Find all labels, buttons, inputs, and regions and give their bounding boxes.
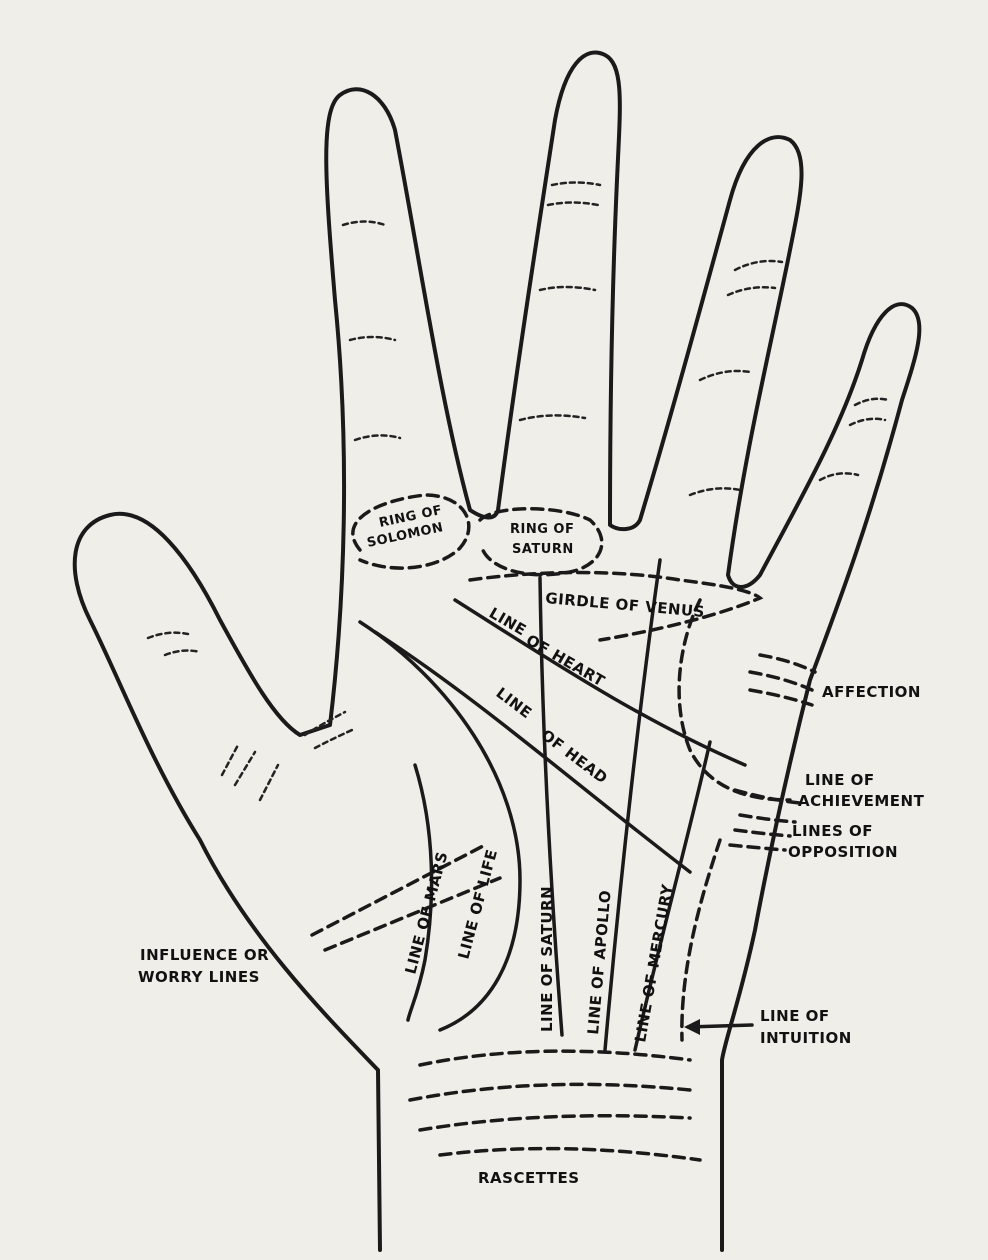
affection-lines bbox=[748, 653, 817, 707]
line-of-head bbox=[373, 630, 692, 874]
label-line-of-achievement-2: ACHIEVEMENT bbox=[798, 792, 925, 810]
line-of-heart bbox=[453, 598, 747, 767]
label-ring-of-saturn-2: SATURN bbox=[512, 542, 574, 557]
label-line-of-achievement-1: LINE OF bbox=[805, 771, 875, 789]
ring-of-saturn-line bbox=[478, 507, 604, 577]
finger-creases bbox=[146, 181, 890, 802]
label-influence-2: WORRY LINES bbox=[138, 968, 260, 986]
label-line-of-life: LINE OF LIFE bbox=[454, 847, 501, 961]
girdle-of-venus-line bbox=[468, 570, 764, 642]
label-rascettes: RASCETTES bbox=[478, 1169, 580, 1187]
girdle-of-venus-lower bbox=[677, 598, 792, 802]
label-lines-of-opposition-2: OPPOSITION bbox=[788, 843, 898, 861]
line-of-intuition bbox=[680, 838, 722, 1042]
label-line-of-heart-2: OF HEART bbox=[523, 631, 608, 691]
label-line-of-mercury: LINE OF MERCURY bbox=[631, 882, 677, 1044]
achievement-line bbox=[733, 788, 802, 805]
label-line-of-head-1: LINE bbox=[493, 684, 536, 722]
label-lines-of-opposition-1: LINES OF bbox=[792, 822, 873, 840]
line-of-saturn bbox=[538, 576, 564, 1037]
label-girdle-of-venus: GIRDLE OF VENUS bbox=[545, 589, 706, 621]
label-line-of-saturn: LINE OF SATURN bbox=[538, 886, 556, 1032]
line-of-life bbox=[358, 620, 522, 1032]
intuition-arrowhead bbox=[684, 1019, 700, 1035]
influence-line-2 bbox=[323, 876, 502, 952]
ring-of-solomon-line bbox=[351, 493, 471, 570]
label-influence-1: INFLUENCE OR bbox=[140, 946, 269, 964]
label-ring-of-saturn-1: RING OF bbox=[510, 522, 574, 537]
label-affection: AFFECTION bbox=[822, 683, 921, 701]
line-of-mars bbox=[406, 763, 434, 1022]
label-line-of-head-2: OF HEAD bbox=[538, 726, 612, 788]
line-of-mercury bbox=[633, 740, 712, 1052]
rascettes-lines bbox=[408, 1049, 702, 1162]
hand-outline bbox=[72, 50, 922, 1252]
opposition-lines bbox=[728, 813, 797, 852]
label-line-of-intuition-2: INTUITION bbox=[760, 1029, 852, 1047]
line-of-apollo bbox=[603, 558, 662, 1052]
label-line-of-apollo: LINE OF APOLLO bbox=[584, 889, 615, 1035]
influence-line-1 bbox=[310, 843, 487, 937]
label-line-of-intuition-1: LINE OF bbox=[760, 1007, 830, 1025]
